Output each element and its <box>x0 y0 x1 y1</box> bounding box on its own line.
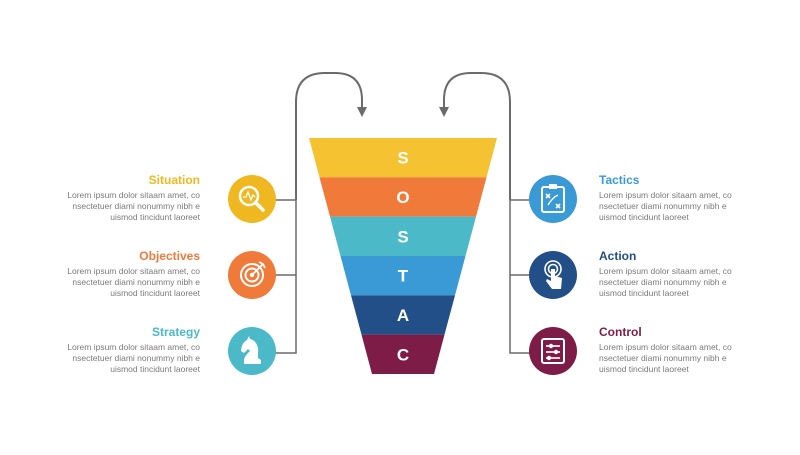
funnel-letter-4: T <box>398 267 409 286</box>
magnifier-chart-icon <box>228 175 276 223</box>
funnel-letter-6: C <box>397 345 409 364</box>
funnel-letter-1: S <box>397 149 408 168</box>
tactics-title: Tactics <box>599 173 640 187</box>
funnel-letter-5: A <box>397 306 409 325</box>
funnel-letter-3: S <box>397 227 408 246</box>
left-connectors <box>274 199 297 354</box>
action-title: Action <box>599 249 637 263</box>
funnel-layer-3 <box>330 216 476 256</box>
right-feedback-arrow <box>439 72 511 200</box>
control-sliders-icon <box>529 327 577 375</box>
control-title: Control <box>599 325 642 339</box>
tactics-board-icon <box>529 175 577 223</box>
sostac-funnel: S O S T A C <box>309 138 497 374</box>
target-icon <box>228 251 276 299</box>
funnel-layer-6 <box>361 334 445 374</box>
funnel-letter-2: O <box>396 188 409 207</box>
funnel-layer-2 <box>319 177 487 217</box>
situation-title: Situation <box>148 173 200 187</box>
touch-hand-icon <box>529 251 577 299</box>
objectives-title: Objectives <box>139 249 200 263</box>
funnel-layer-4 <box>340 256 466 296</box>
chess-knight-icon <box>228 327 276 375</box>
strategy-title: Strategy <box>151 325 200 339</box>
funnel-layer-1 <box>309 138 497 178</box>
funnel-layer-5 <box>351 295 455 335</box>
left-feedback-arrow <box>295 72 367 200</box>
right-connectors <box>509 199 530 354</box>
icon-circles <box>228 175 577 375</box>
